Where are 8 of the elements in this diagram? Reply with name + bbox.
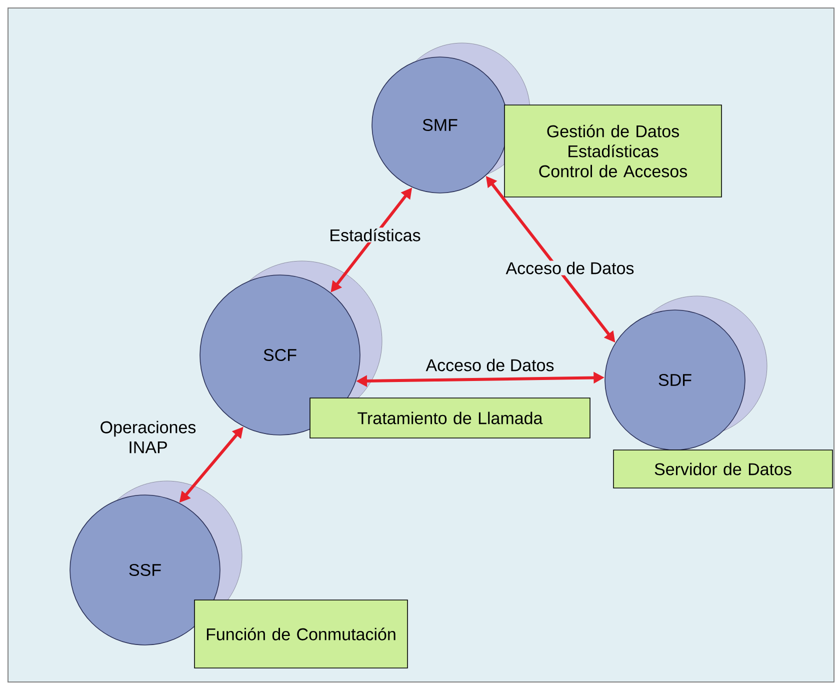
label-box: Tratamiento de Llamada (310, 398, 590, 438)
label-box: Gestión de Datos Estadísticas Control de Accesos (504, 104, 722, 198)
edge-label: Acceso de Datos (424, 358, 556, 372)
edge-label: Acceso de Datos (504, 260, 636, 276)
label-box: Servidor de Datos (613, 450, 833, 488)
label-box: Función de Conmutación (194, 600, 408, 668)
circle-node: SDF (604, 296, 768, 450)
edge-label: Estadísticas (328, 228, 422, 242)
